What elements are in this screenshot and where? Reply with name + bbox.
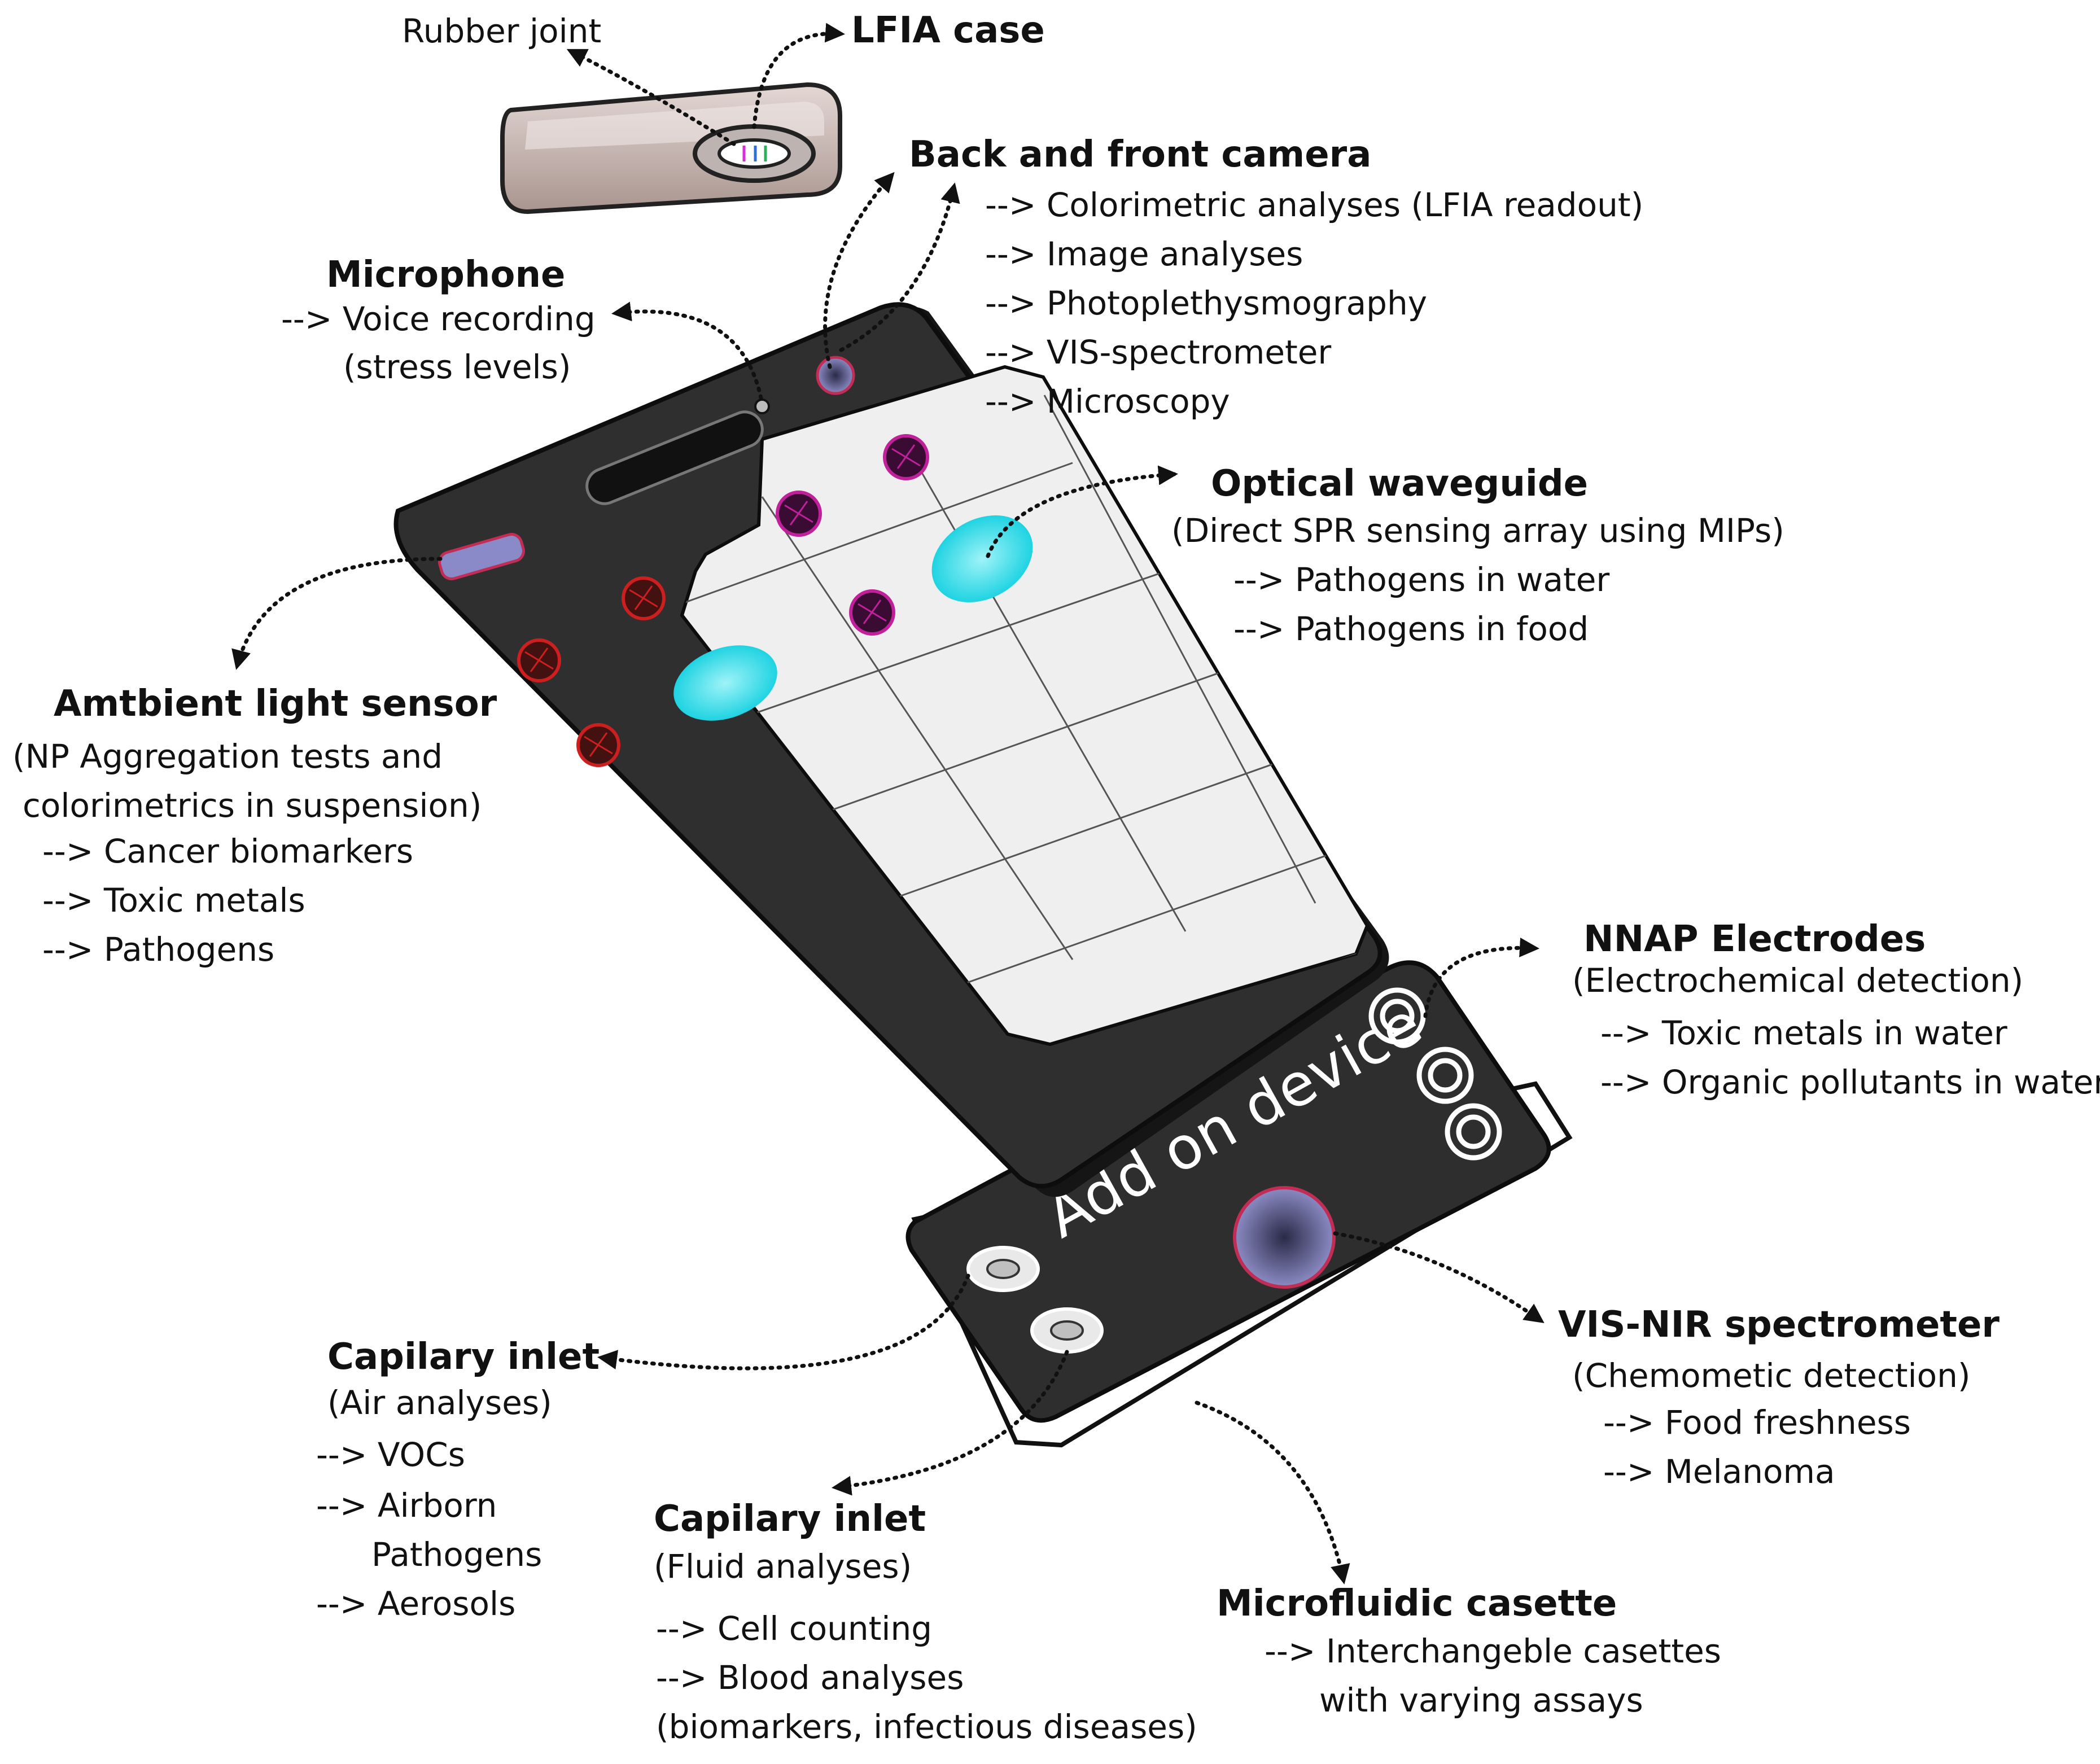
rubber-joint-label: Rubber joint (402, 12, 601, 50)
inlet-air-title: Capilary inlet (327, 1336, 600, 1378)
spectrometer-item: --> Melanoma (1603, 1452, 1835, 1491)
inlet-fluid-line: (biomarkers, infectious diseases) (656, 1708, 1197, 1746)
label-waveguide: Optical waveguide (Direct SPR sensing ar… (1171, 463, 1784, 648)
lfia-case-label: LFIA case (851, 10, 1045, 51)
inlet-air-line: --> VOCs (316, 1435, 465, 1474)
cassette-line: --> Interchangeble casettes (1265, 1632, 1721, 1670)
waveguide-cyan-spot (931, 515, 1033, 603)
inlet-fluid-line: --> Blood analyses (656, 1658, 964, 1697)
label-camera: Back and front camera --> Colorimetric a… (909, 134, 1643, 421)
cassette-title: Microfluidic casette (1217, 1583, 1617, 1625)
camera-item: --> Photoplethysmography (985, 284, 1427, 322)
light-sensor-item: --> Pathogens (42, 930, 274, 969)
add-on-device: Add on device (905, 960, 1573, 1448)
magenta-nanoparticle (776, 491, 822, 537)
waveguide-item: --> Pathogens in food (1233, 610, 1589, 648)
microphone-line: (stress levels) (343, 348, 571, 386)
light-sensor-item: --> Cancer biomarkers (42, 832, 413, 870)
microphone-line: --> Voice recording (281, 300, 596, 338)
camera-item: --> VIS-spectrometer (985, 333, 1331, 371)
label-light-sensor: Amtbient light sensor (NP Aggregation te… (12, 683, 497, 969)
label-microphone: Microphone --> Voice recording (stress l… (281, 254, 596, 386)
label-electrodes: NNAP Electrodes (Electrochemical detecti… (1572, 918, 2100, 1101)
light-sensor-line: (NP Aggregation tests and (12, 737, 443, 776)
inlet-fluid-subtitle: (Fluid analyses) (654, 1547, 912, 1586)
leader-lines (231, 23, 1545, 1584)
camera-item: --> Image analyses (985, 235, 1303, 273)
red-nanoparticle (517, 638, 561, 682)
label-spectrometer: VIS-NIR spectrometer (Chemometic detecti… (1558, 1304, 2000, 1491)
label-inlet-fluid: Capilary inlet (Fluid analyses) --> Cell… (654, 1498, 1197, 1746)
inlet-fluid-line: --> Cell counting (656, 1609, 932, 1648)
inlet-fluid-title: Capilary inlet (654, 1498, 926, 1540)
spectrometer-title: VIS-NIR spectrometer (1558, 1304, 2000, 1346)
waveguide-subtitle: (Direct SPR sensing array using MIPs) (1171, 511, 1784, 550)
electrodes-item: --> Toxic metals in water (1600, 1014, 2007, 1052)
spectrometer-subtitle: (Chemometic detection) (1572, 1356, 1970, 1395)
electrodes-item: --> Organic pollutants in water (1600, 1063, 2100, 1101)
magenta-nanoparticle (883, 434, 929, 480)
label-inlet-air: Capilary inlet (Air analyses) --> VOCs -… (316, 1336, 600, 1623)
lfia-case-device (500, 82, 842, 215)
light-sensor-title: Amtbient light sensor (54, 683, 497, 725)
camera-item: --> Microscopy (985, 382, 1230, 421)
magenta-nanoparticle (849, 589, 895, 636)
vis-nir-spectrometer-lens (1233, 1186, 1336, 1289)
waveguide-item: --> Pathogens in water (1233, 561, 1609, 599)
electrodes-title: NNAP Electrodes (1583, 918, 1926, 960)
earpiece-speaker (585, 410, 764, 505)
label-cassette: Microfluidic casette --> Interchangeble … (1217, 1583, 1721, 1719)
front-camera-lens (816, 356, 855, 395)
light-sensor-item: --> Toxic metals (42, 881, 305, 920)
microphone-hole (754, 399, 770, 414)
inlet-air-line: --> Airborn (316, 1486, 497, 1525)
spectrometer-item: --> Food freshness (1603, 1403, 1911, 1442)
light-sensor-line: colorimetrics in suspension) (23, 786, 482, 825)
microphone-title: Microphone (326, 254, 565, 296)
waveguide-title: Optical waveguide (1211, 463, 1588, 505)
red-nanoparticle (576, 723, 620, 767)
label-lfia: Rubber joint LFIA case (402, 10, 1045, 51)
inlet-air-subtitle: (Air analyses) (327, 1384, 552, 1422)
electrodes-subtitle: (Electrochemical detection) (1572, 961, 2023, 1000)
inlet-air-line: Pathogens (371, 1535, 542, 1574)
camera-item: --> Colorimetric analyses (LFIA readout) (985, 186, 1643, 224)
inlet-air-line: --> Aerosols (316, 1584, 515, 1623)
smartphone (393, 302, 1389, 1197)
red-nanoparticle (622, 576, 666, 620)
cassette-line: with varying assays (1319, 1681, 1643, 1719)
ambient-light-sensor-window (438, 533, 525, 580)
waveguide-cyan-spot (673, 645, 777, 721)
camera-title: Back and front camera (909, 134, 1371, 176)
nnap-electrode-array (1368, 987, 1502, 1161)
